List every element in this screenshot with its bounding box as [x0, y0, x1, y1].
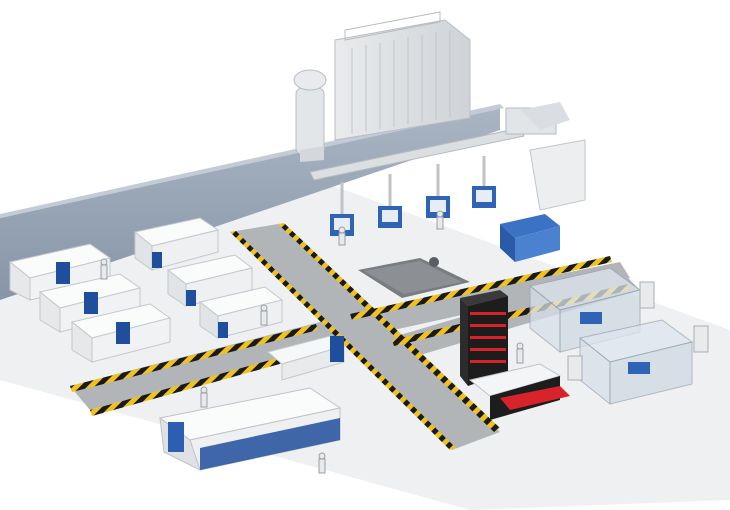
welding-booth — [472, 186, 496, 208]
operator-figure — [516, 342, 524, 364]
robot-cells — [528, 267, 709, 406]
floor-plate — [358, 257, 470, 298]
machine-block — [166, 254, 254, 307]
extraction-duct — [309, 102, 586, 211]
dust-collector-unit — [293, 11, 471, 162]
machine-block — [70, 303, 172, 363]
operator-figure — [260, 304, 268, 326]
operator-figure — [338, 226, 346, 246]
hazard-stripe-2 — [278, 223, 500, 432]
hazard-stripe-4 — [90, 344, 330, 416]
operators — [100, 210, 524, 474]
hazard-stripe-3 — [70, 324, 318, 392]
welding-booth — [330, 214, 354, 236]
hazard-stripe-5 — [350, 256, 612, 320]
punching-cell — [460, 290, 570, 420]
welding-booth — [378, 206, 402, 228]
paint-booth — [500, 214, 560, 262]
welding-booths — [330, 155, 560, 262]
aisle-main-diagonal — [230, 224, 500, 450]
machine-block — [133, 217, 220, 271]
operator-figure — [318, 452, 326, 474]
operator-figure — [200, 386, 208, 408]
operator-figure — [436, 210, 444, 230]
laser-cutting-machine — [158, 387, 342, 471]
machine-cluster-left — [8, 243, 172, 363]
robot-cell — [578, 319, 694, 406]
press-brake — [266, 335, 346, 381]
back-wall — [0, 108, 500, 300]
welding-booth — [426, 196, 450, 218]
operator-figure — [100, 258, 108, 280]
